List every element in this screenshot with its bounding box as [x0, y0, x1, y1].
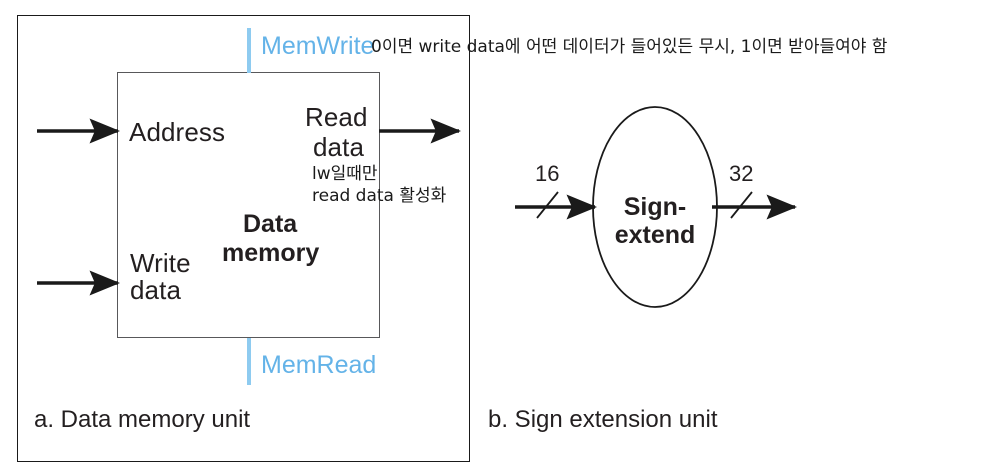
read-data-port-label-line1: Read — [305, 102, 368, 132]
sign-extend-title-line2: extend — [614, 221, 696, 249]
sign-extend-output-width-label: 32 — [729, 161, 754, 186]
memwrite-control-line — [247, 28, 251, 73]
sign-extend-output-bus-slash — [730, 191, 753, 219]
sign-extend-input-bus-slash — [536, 191, 559, 219]
read-data-port-label-line2: data — [313, 132, 365, 162]
read-data-annotation-line1: lw일때만 — [312, 164, 378, 184]
address-port-label: Address — [129, 117, 226, 147]
memwrite-label: MemWrite — [261, 32, 375, 60]
panel-a-caption: a. Data memory unit — [34, 406, 251, 433]
memread-control-line — [247, 338, 251, 385]
panel-b-caption: b. Sign extension unit — [488, 406, 718, 433]
sign-extend-input-width-label: 16 — [535, 161, 560, 186]
data-memory-title-line2: memory — [222, 239, 320, 267]
write-data-port-label-line1: Write — [130, 248, 191, 278]
panel-a-frame — [17, 15, 470, 462]
sign-extend-title-line1: Sign- — [623, 193, 687, 221]
read-data-annotation-line2: read data 활성화 — [312, 186, 447, 206]
memwrite-annotation: 0이면 write data에 어떤 데이터가 들어있든 무시, 1이면 받아들… — [371, 37, 888, 57]
memread-label: MemRead — [261, 351, 377, 379]
data-memory-title-line1: Data — [243, 210, 298, 238]
write-data-port-label-line2: data — [130, 275, 182, 305]
